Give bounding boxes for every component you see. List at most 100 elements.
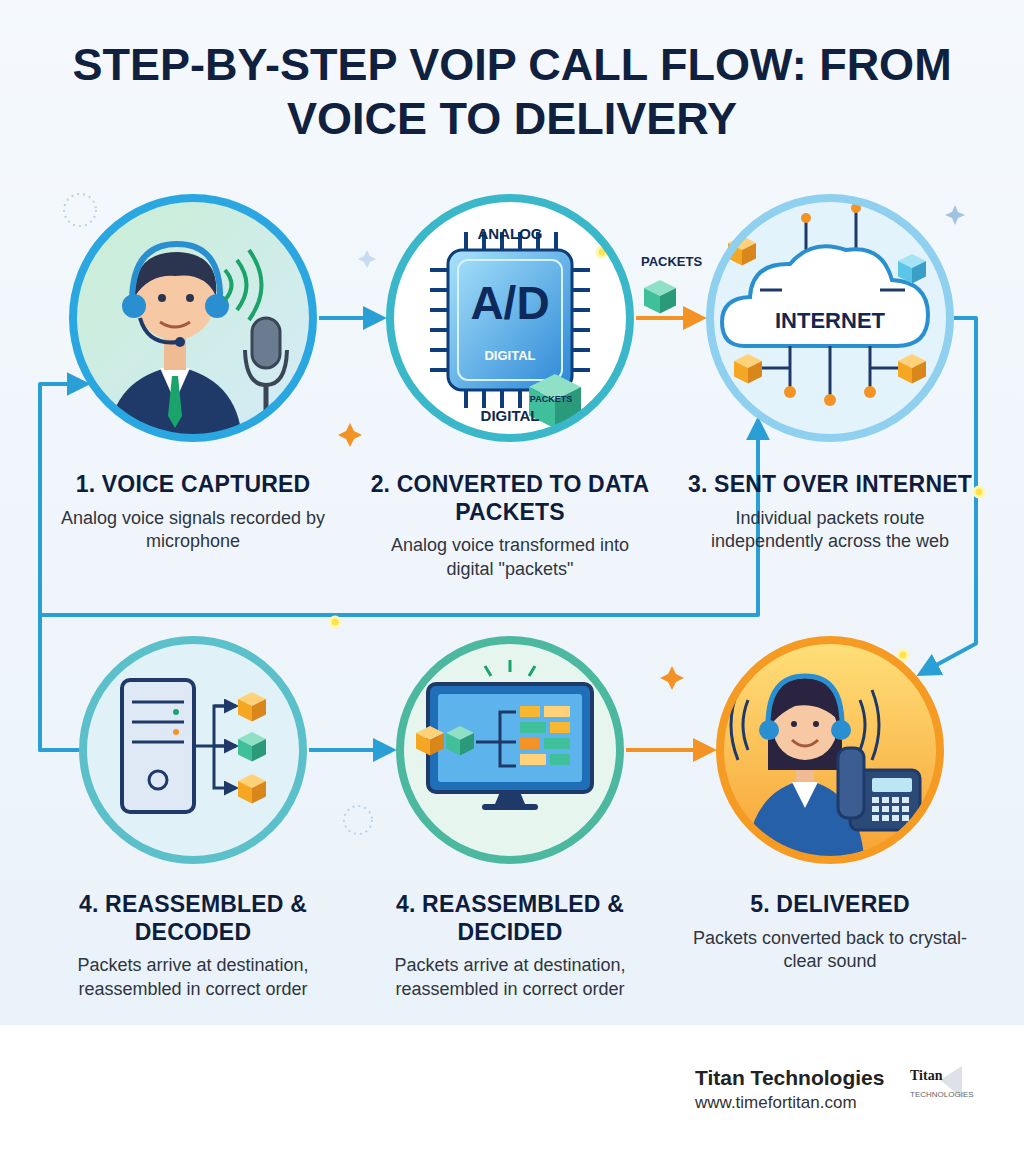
drawing-part [495,792,525,804]
drawing-part [186,294,194,302]
drawing-part [173,729,179,735]
drawing-part [707,195,953,441]
drawing-part [252,318,280,368]
drawing-part [898,650,908,660]
phone-key [872,806,879,812]
drawing-part [838,748,864,818]
step-circle [68,193,318,443]
step-node: 5. DELIVEREDPackets converted back to cr… [665,635,995,973]
drawing-part [792,782,818,808]
drawing-part [428,684,592,792]
drawing-part [158,294,166,302]
drawing-part [438,694,582,782]
drawing-part [792,740,818,746]
drawing-part [238,732,266,761]
drawing-part [80,637,306,863]
drawing-part [160,322,190,327]
icon-label: A/D [470,276,549,330]
drawing-part [70,195,316,441]
converter-chip [387,195,676,441]
caller-illustration [70,195,316,441]
drawing-part [734,354,762,383]
drawing-part [64,194,96,226]
receiver-illustration [717,637,943,870]
footer-text: www.timefortitan.com [695,1093,857,1113]
drawing-part [237,260,247,310]
footer-text: Titan Technologies [695,1066,884,1090]
step-node: 1. VOICE CAPTURED Analog voice signals re… [28,193,358,553]
step-heading: 4. REASSEMBLED & DECIDED [345,891,675,946]
flow-arrow [319,316,382,320]
drawing-part [864,386,876,398]
flow-arrow [626,748,712,752]
drawing-part [485,660,535,676]
drawing-part [249,250,262,320]
drawing-part [108,366,242,440]
circle-ring [73,198,313,438]
drawing-part [132,244,220,302]
drawing-part [898,354,926,383]
phone-key [902,815,909,821]
step-heading: 1. VOICE CAPTURED [28,471,358,499]
drawing-part [482,804,538,810]
step-description: Analog voice transformed into digital "p… [370,534,650,581]
drawing-part [214,705,236,708]
step-heading: 5. DELIVERED [665,891,995,919]
step-text: 5. DELIVEREDPackets converted back to cr… [665,891,995,973]
server-illustration [80,637,306,863]
drawing-part [0,1025,1024,1154]
drawing-part [238,774,266,803]
icon-label: ANALOG [478,225,543,242]
step-node: 4. REASSEMBLED & DECIDEDPackets arrive a… [345,635,675,1001]
drawing-part [446,726,474,755]
step-circle [78,635,308,865]
drawing-part [245,350,287,385]
drawing-part [544,706,570,717]
phone-keypad [872,797,909,821]
drawing-part [550,754,570,765]
circle-ring [400,640,620,860]
step-description: Analog voice signals recorded by microph… [53,507,333,554]
icon-label: DIGITAL [481,407,540,424]
drawing-part [784,386,796,398]
logo-text: TECHNOLOGIES [910,1090,974,1099]
drawing-part [214,745,236,748]
circle-ring [83,640,303,860]
packet-label: PACKETS [641,254,702,269]
drawing-part [801,213,811,223]
drawing-part [330,617,340,627]
drawing-part [759,720,779,740]
drawing-part [122,294,146,318]
drawing-part [173,709,179,715]
drawing-part [520,754,546,765]
drawing-part [196,706,236,788]
drawing-part [644,280,676,314]
drawing-part [872,778,912,792]
step-text: 4. REASSEMBLED & DECIDEDPackets arrive a… [345,891,675,1001]
step-node: INTERNET3. SENT OVER INTERNETIndividual … [665,193,995,553]
phone-key [872,815,879,821]
flow-arrow [636,316,702,320]
drawing-part [448,250,572,390]
drawing-part [225,270,232,300]
drawing-part [520,722,546,733]
drawing-part [660,666,684,690]
drawing-part [132,702,184,742]
step-heading: 2. CONVERTED TO DATA PACKETS [345,471,675,526]
phone-key [892,797,899,803]
step-description: Individual packets route independently a… [690,507,970,554]
phone-key [902,797,909,803]
step-text: 4. REASSEMBLED & DECODEDPackets arrive a… [28,891,358,1001]
drawing-part [550,722,570,733]
drawing-part [458,260,562,380]
drawing-part [175,337,185,347]
step-circle [395,635,625,865]
drawing-part [416,726,444,755]
drawing-part [791,721,797,727]
drawing-part [773,690,838,722]
drawing-part [767,678,842,770]
circle-ring [720,640,940,860]
drawing-part [344,806,372,834]
phone-key [882,797,889,803]
title: STEP-BY-STEP VOIP CALL FLOW: FROM VOICE … [52,38,972,146]
